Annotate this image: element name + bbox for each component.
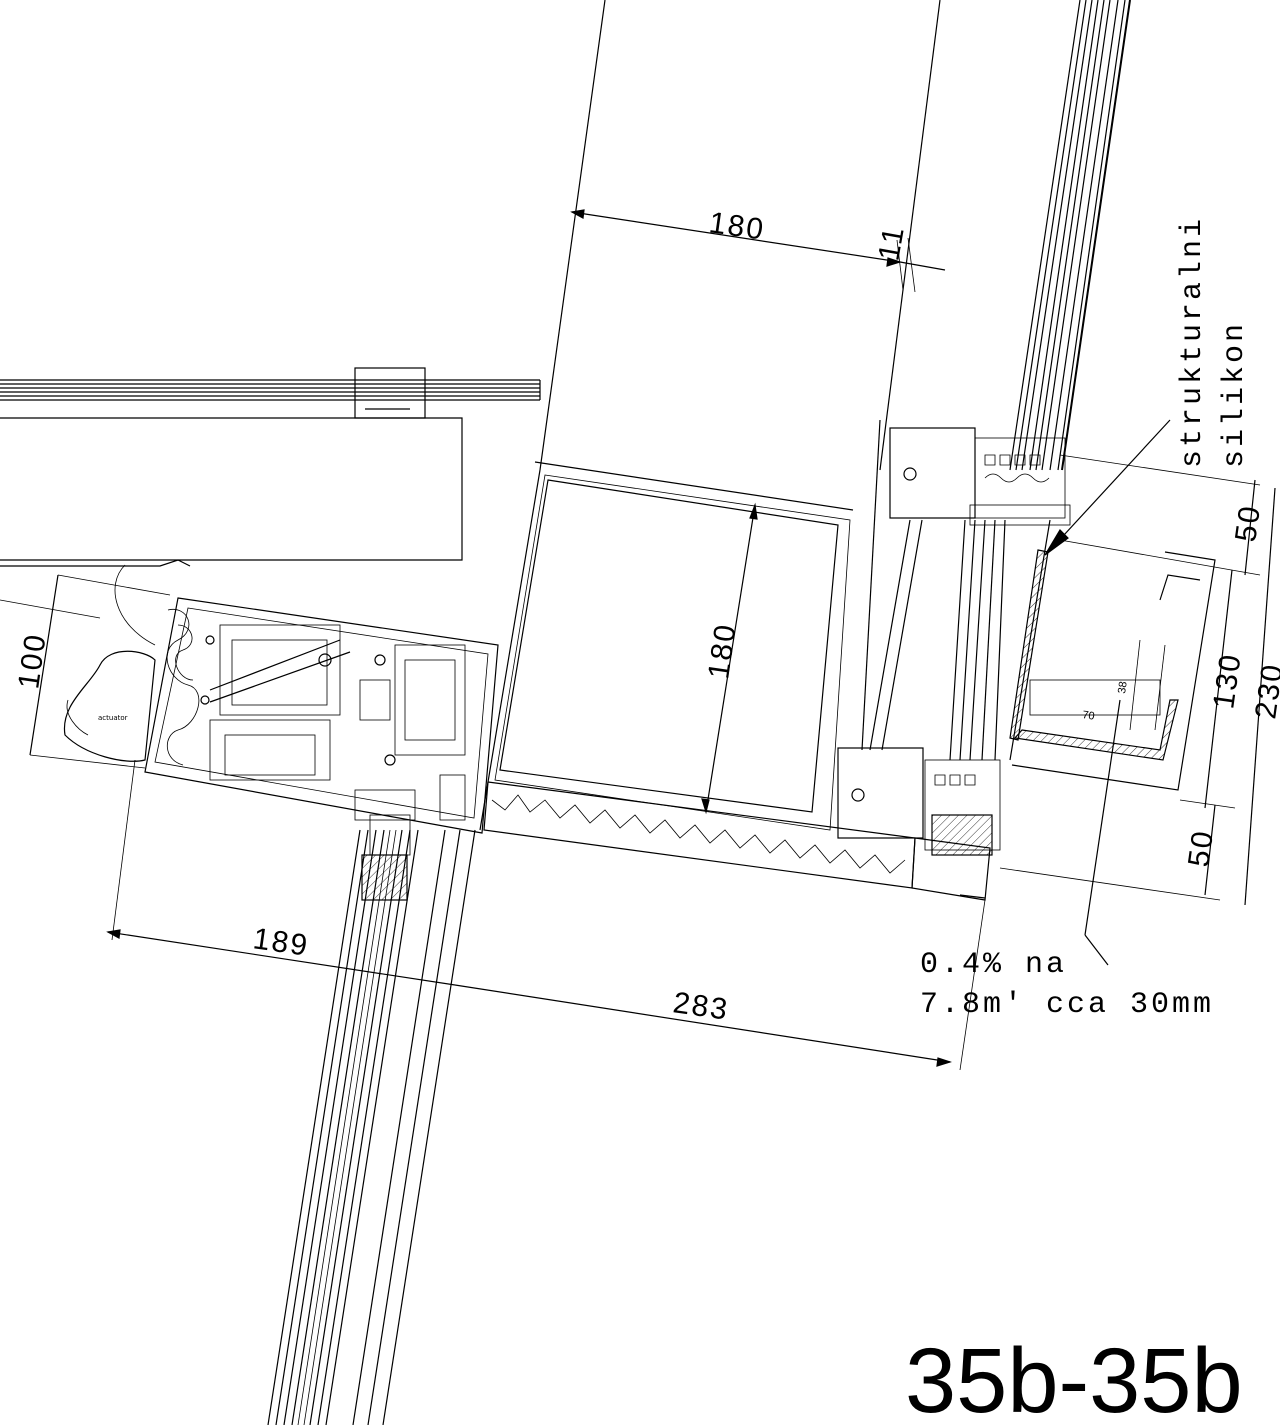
dim-100-label: 100 — [12, 631, 52, 691]
inner-mullion-box — [494, 474, 851, 831]
dim-50-top-label: 50 — [1229, 502, 1267, 544]
section-title: 35b-35b — [905, 1330, 1243, 1425]
dimension-chain-right — [999, 454, 1276, 906]
silicone-label-line2: silikon — [1218, 321, 1252, 468]
dim-130-label: 130 — [1207, 651, 1247, 711]
silicone-leader — [1044, 419, 1171, 556]
dimension-189 — [106, 759, 456, 986]
slope-label-line1: 0.4% na — [920, 948, 1067, 982]
dim-50-bottom-label: 50 — [1182, 827, 1220, 869]
gutter-bracket — [1011, 551, 1216, 791]
dim-180-top-label: 180 — [707, 206, 767, 246]
roof-beam-left — [0, 417, 463, 567]
dim-230-label: 230 — [1249, 661, 1280, 721]
insulation-strip — [483, 781, 991, 901]
window-sash-assembly — [144, 597, 499, 834]
dim-38-label: 38 — [1116, 681, 1130, 695]
slope-leader — [1084, 699, 1121, 966]
transom-profile-upper — [889, 427, 1071, 526]
main-mullion — [479, 0, 941, 831]
dimension-283 — [454, 899, 986, 1071]
glass-between-transoms — [869, 519, 1051, 761]
transom-profile-lower — [837, 747, 1001, 856]
roof-glazing-left — [0, 367, 541, 419]
actuator-motor — [63, 564, 156, 762]
dim-283-label: 283 — [671, 986, 731, 1026]
dim-70-label: 70 — [1082, 709, 1096, 723]
dim-189-label: 189 — [251, 922, 311, 962]
dim-180-vertical-label: 180 — [702, 621, 742, 681]
structural-glazing-vertical — [1009, 0, 1131, 471]
actuator-label: actuator — [98, 714, 128, 722]
dim-11-label: 11 — [872, 223, 911, 263]
dimension-100 — [0, 574, 171, 769]
dimension-180-top — [570, 209, 946, 293]
silicone-label-line1: strukturalni — [1176, 216, 1210, 468]
lower-vertical-glazing — [267, 814, 476, 1425]
slope-label-line2: 7.8m' cca 30mm — [920, 988, 1214, 1022]
